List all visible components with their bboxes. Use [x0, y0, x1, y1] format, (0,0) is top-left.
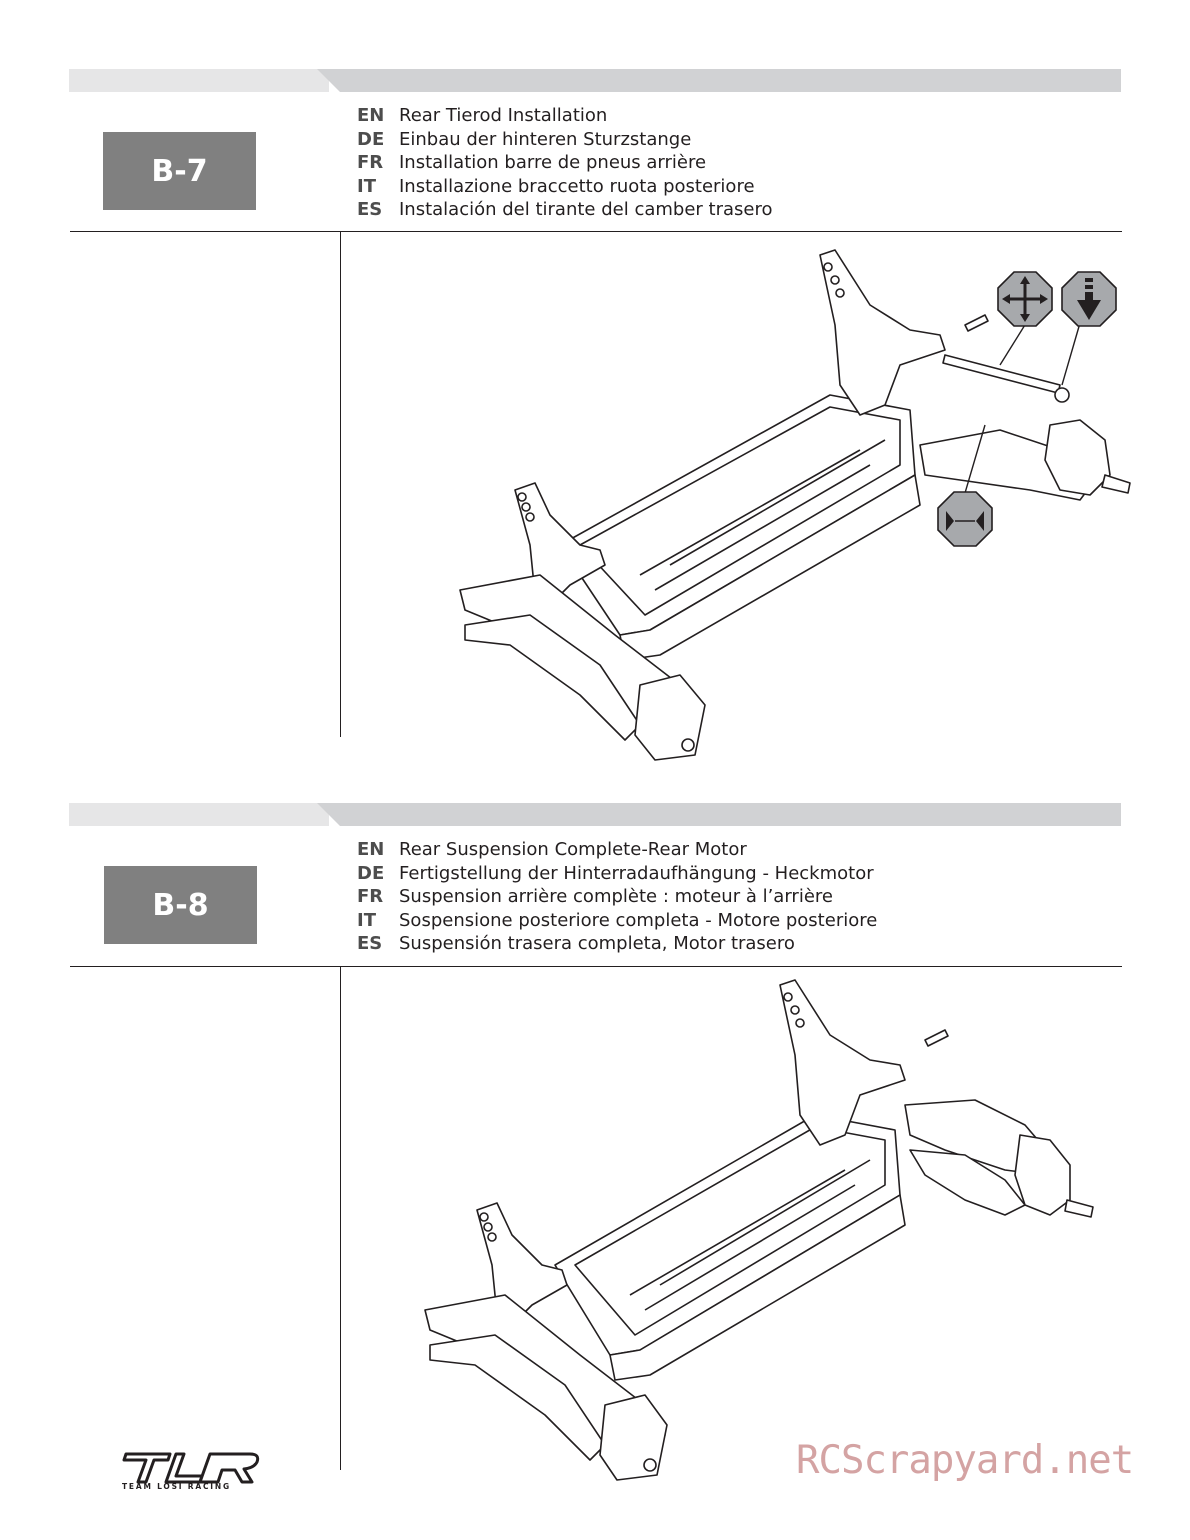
push-down-icon [1061, 271, 1117, 327]
lang-text: Installazione braccetto ruota posteriore [399, 175, 755, 197]
band-light [69, 803, 329, 826]
lang-text: Sospensione posteriore completa - Motore… [399, 909, 878, 931]
lang-row: ES Suspensión trasera completa, Motor tra… [357, 932, 877, 956]
lang-code: ES [357, 199, 383, 220]
section-divider-b7 [70, 231, 1122, 232]
step-title-list-b7: EN Rear Tierod Installation DE Einbau der … [357, 104, 773, 222]
lang-row: FR Suspension arrière complète : moteur à… [357, 885, 877, 909]
logo-subtitle: TEAM LOSI RACING [122, 1482, 231, 1491]
lang-text: Suspensión trasera completa, Motor trase… [399, 933, 795, 954]
step-number-b7: B-7 [103, 132, 256, 210]
lang-code: IT [357, 909, 376, 931]
lang-code: IT [357, 175, 376, 197]
lang-text: Rear Tierod Installation [399, 105, 608, 126]
watermark: RCScrapyard.net [796, 1438, 1134, 1483]
lang-code: FR [357, 886, 384, 907]
band-light [69, 69, 329, 92]
lang-code: FR [357, 152, 384, 173]
tlr-logo [122, 1452, 260, 1484]
lang-row: ES Instalación del tirante del camber tra… [357, 198, 773, 222]
chassis-illustration-b8 [424, 979, 1094, 1481]
lang-row: EN Rear Tierod Installation [357, 104, 773, 128]
lang-row: DE Fertigstellung der Hinterradaufhängung… [357, 862, 877, 886]
lang-text: Rear Suspension Complete-Rear Motor [399, 839, 747, 860]
lang-code: EN [357, 105, 385, 126]
lang-row: EN Rear Suspension Complete-Rear Motor [357, 838, 877, 862]
lang-code: DE [357, 128, 385, 150]
lang-text: Einbau der hinteren Sturzstange [399, 128, 692, 150]
section-divider-b8 [70, 966, 1122, 967]
lang-code: EN [357, 839, 385, 860]
adjust-length-icon [937, 491, 993, 547]
lang-row: IT Sospensione posteriore completa - Moto… [357, 909, 877, 933]
lang-text: Installation barre de pneus arrière [399, 152, 707, 173]
lang-code: ES [357, 933, 383, 954]
lang-text: Suspension arrière complète : moteur à l… [399, 886, 833, 907]
lang-text: Instalación del tirante del camber trase… [399, 199, 773, 220]
lang-code: DE [357, 862, 385, 884]
column-divider-b8 [340, 967, 341, 1470]
lang-text: Fertigstellung der Hinterradaufhängung -… [399, 862, 874, 884]
section-band-b8 [69, 803, 1121, 826]
step-number-b8: B-8 [104, 866, 257, 944]
column-divider-b7 [340, 232, 341, 737]
lang-row: DE Einbau der hinteren Sturzstange [357, 128, 773, 152]
lang-row: FR Installation barre de pneus arrière [357, 151, 773, 175]
chassis-illustration-b7 [459, 249, 1131, 761]
band-dark [317, 69, 1121, 92]
section-band-b7 [69, 69, 1121, 92]
adjust-multidirection-icon [997, 271, 1053, 327]
lang-row: IT Installazione braccetto ruota posterio… [357, 175, 773, 199]
step-title-list-b8: EN Rear Suspension Complete-Rear Motor DE… [357, 838, 877, 956]
band-dark [317, 803, 1121, 826]
